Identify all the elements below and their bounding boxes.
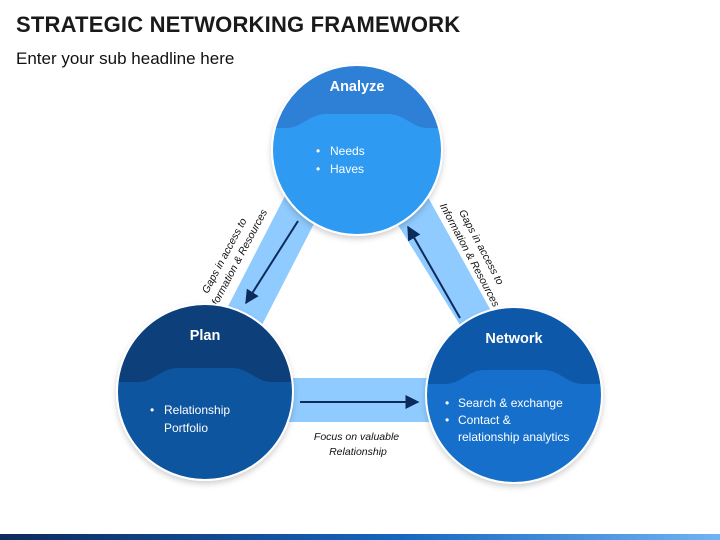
list-item: Search & exchange (458, 396, 563, 410)
node-plan-list: • Relationship Portfolio (150, 403, 230, 435)
bullet: • (316, 144, 320, 158)
list-item: Contact & (458, 413, 511, 427)
list-item: relationship analytics (458, 430, 569, 444)
arrow-network-to-analyze (407, 225, 461, 319)
list-item: Needs (330, 144, 365, 158)
list-item: Relationship (164, 403, 230, 417)
bullet: • (445, 396, 449, 410)
footer-accent-bar (0, 534, 720, 540)
bullet: • (445, 413, 449, 427)
bullet: • (316, 162, 320, 176)
node-network (425, 306, 603, 484)
node-plan (116, 303, 294, 481)
node-network-list: • Search & exchange • Contact & relation… (445, 396, 569, 444)
connector-label-bottom: Focus on valuable Relationship (314, 431, 402, 458)
page-subtitle: Enter your sub headline here (16, 49, 235, 68)
node-analyze-list: • Needs • Haves (316, 144, 365, 176)
arrow-analyze-to-plan (245, 220, 299, 305)
list-item: Portfolio (164, 421, 208, 435)
connector-band-bottom (280, 378, 440, 422)
page-title: STRATEGIC NETWORKING FRAMEWORK (16, 12, 461, 37)
node-plan-title: Plan (190, 328, 221, 344)
node-network-title: Network (485, 331, 543, 347)
node-analyze-title: Analyze (330, 79, 385, 95)
connector-band-right (390, 190, 495, 325)
bullet: • (150, 403, 154, 417)
list-item: Haves (330, 162, 364, 176)
